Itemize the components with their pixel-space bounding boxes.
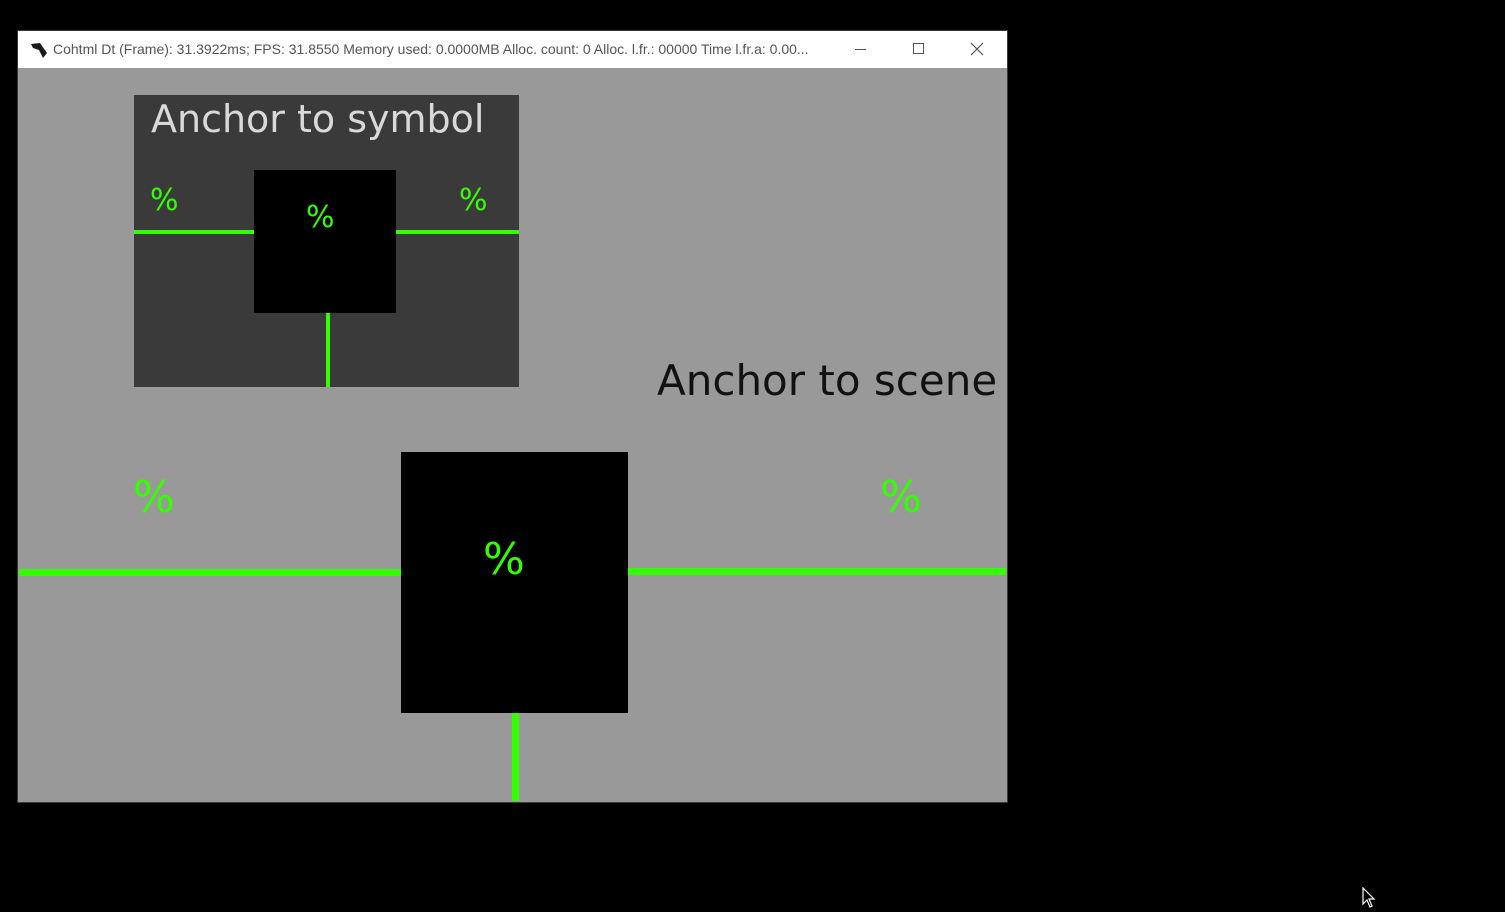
scene-left-anchor-line	[19, 569, 401, 576]
symbol-anchored-box: %	[254, 170, 396, 313]
scene-anchored-box: %	[401, 452, 628, 713]
title-bar[interactable]: Cohtml Dt (Frame): 31.3922ms; FPS: 31.85…	[18, 31, 1007, 68]
symbol-left-percent-label: %	[150, 183, 179, 218]
symbol-right-percent-label: %	[459, 183, 488, 218]
close-button[interactable]	[947, 31, 1005, 68]
maximize-button[interactable]	[889, 31, 947, 68]
symbol-box-percent-label: %	[306, 200, 335, 235]
anchor-to-symbol-panel: Anchor to symbol % % %	[134, 95, 519, 387]
symbol-panel-title: Anchor to symbol	[151, 97, 485, 141]
symbol-right-anchor-line	[394, 230, 519, 234]
symbol-left-anchor-line	[134, 230, 256, 234]
app-window: Cohtml Dt (Frame): 31.3922ms; FPS: 31.85…	[18, 31, 1007, 802]
scene-right-percent-label: %	[880, 472, 922, 523]
scene-title: Anchor to scene	[657, 356, 998, 405]
scene-right-anchor-line	[628, 568, 1006, 575]
render-canvas[interactable]: Anchor to symbol % % % Anchor to scene %…	[19, 68, 1006, 801]
symbol-bottom-anchor-line	[326, 313, 330, 387]
window-title: Cohtml Dt (Frame): 31.3922ms; FPS: 31.85…	[53, 41, 809, 57]
minimize-button[interactable]	[831, 31, 889, 68]
scene-bottom-anchor-line	[512, 713, 519, 801]
mouse-cursor-icon	[1362, 886, 1376, 909]
scene-box-percent-label: %	[483, 534, 525, 585]
scene-left-percent-label: %	[133, 472, 175, 523]
app-logo-icon	[30, 41, 48, 59]
